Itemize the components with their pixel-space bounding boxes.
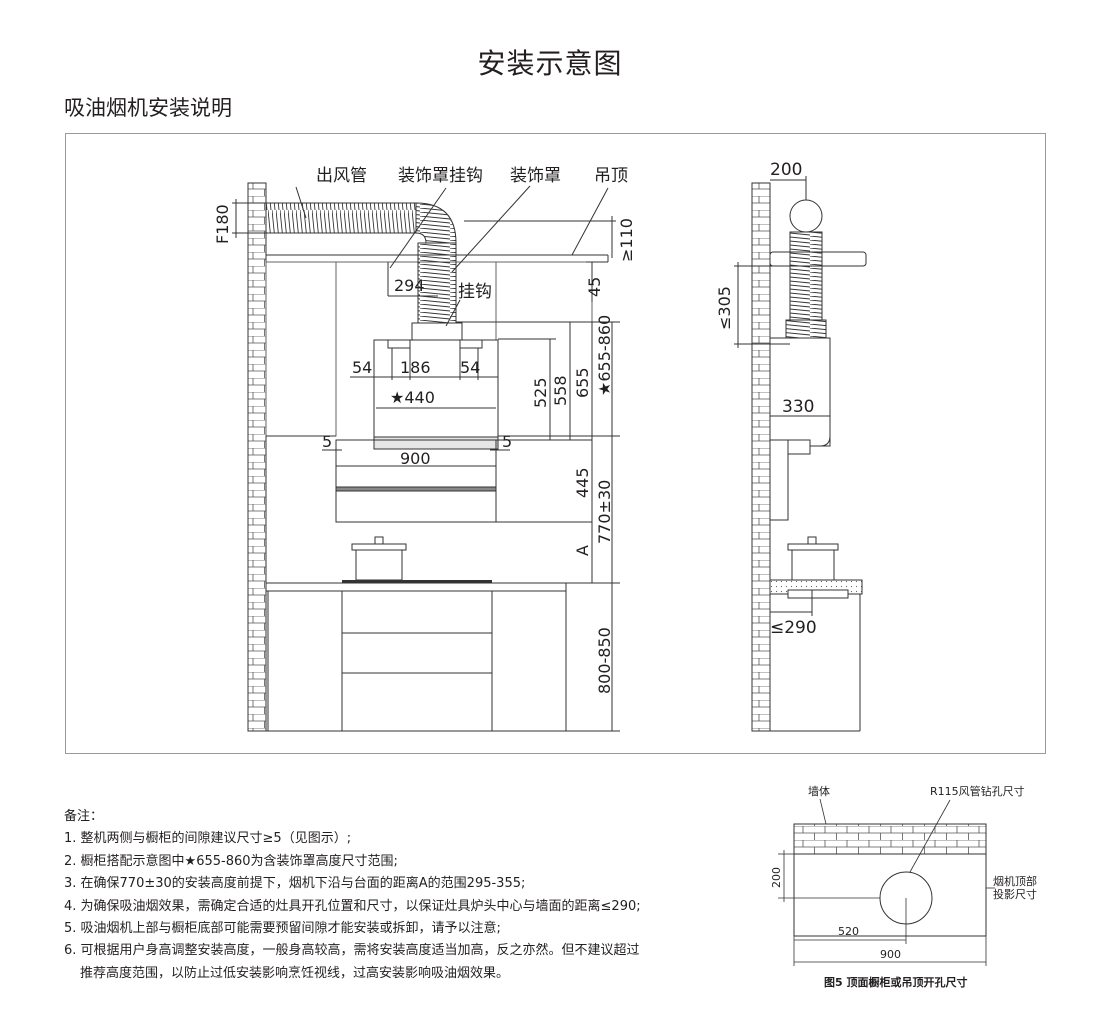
- hood-side: [769, 337, 831, 447]
- dim-525: 525: [531, 377, 550, 408]
- side-wall: [751, 182, 771, 732]
- dim-186: 186: [400, 358, 431, 377]
- range-hood: [373, 436, 499, 450]
- front-view: [232, 182, 620, 732]
- dim-54-right: 54: [460, 358, 480, 377]
- fig5-dim-200: 200: [770, 867, 783, 888]
- dim-770: 770±30: [595, 480, 614, 544]
- page-title: 安装示意图: [477, 47, 623, 80]
- label-cover-hook: 装饰罩挂钩: [398, 166, 483, 186]
- fig5-wall: [793, 823, 987, 855]
- note-item-2: 2. 橱柜搭配示意图中★655-860为含装饰罩高度尺寸范围;: [64, 853, 398, 869]
- dim-a: A: [573, 545, 592, 556]
- dim-294: 294: [394, 276, 425, 295]
- base-cabinet: [267, 590, 567, 732]
- upper-cabinet-right: [495, 261, 593, 437]
- note-item-4: 4. 为确保吸油烟效果，需确定合适的灶具开孔位置和尺寸，以保证灶具炉头中心与墙面…: [64, 898, 641, 914]
- side-view: 200 ≤305 330 ≤290: [715, 160, 867, 732]
- fig5-hole-label: R115风管钻孔尺寸: [930, 784, 1025, 798]
- fig5-wall-label: 墙体: [808, 784, 830, 798]
- pot-icon: [342, 536, 492, 583]
- fig5-dim-520: 520: [838, 925, 859, 938]
- fig5-projection-label-1: 烟机顶部: [993, 874, 1037, 888]
- section-title: 吸油烟机安装说明: [64, 96, 232, 120]
- dim-655: 655: [573, 367, 592, 398]
- dim-800-850: 800-850: [595, 627, 614, 694]
- label-duct: 出风管: [316, 166, 367, 186]
- dim-star-440: ★440: [390, 388, 435, 407]
- dim-side-200: 200: [770, 160, 802, 180]
- fig5-caption: 图5 顶面橱柜或吊顶开孔尺寸: [824, 975, 967, 989]
- note-item-5: 5. 吸油烟机上部与橱柜底部可能需要预留间隙才能安装或拆卸，请予以注意;: [64, 921, 501, 937]
- dim-445: 445: [573, 467, 592, 498]
- dim-5-left: 5: [322, 432, 332, 451]
- dim-side-le305: ≤305: [715, 286, 734, 330]
- dim-5-right: 5: [502, 432, 512, 451]
- label-ceiling: 吊顶: [594, 166, 628, 186]
- label-hook: 挂钩: [458, 282, 492, 302]
- fig5-diagram: 墙体 R115风管钻孔尺寸 烟机顶部 投影尺寸 200 520 900 图5 顶…: [770, 784, 1037, 989]
- dim-side-330: 330: [782, 397, 814, 417]
- note-item-1: 1. 整机两侧与橱柜的间隙建议尺寸≥5（见图示）;: [64, 831, 352, 847]
- fig5-dim-900: 900: [880, 948, 901, 961]
- duct-vertical: [417, 242, 457, 324]
- dim-star-655-860: ★655-860: [595, 315, 614, 396]
- note-item-3: 3. 在确保770±30的安装高度前提下，烟机下沿与台面的距离A的范围295-3…: [64, 876, 526, 892]
- side-pot-icon: [787, 536, 839, 581]
- dim-side-le290: ≤290: [770, 618, 817, 638]
- upper-cabinet-left: [265, 261, 337, 437]
- note-item-6-cont: 推荐高度范围，以防止过低安装影响烹饪视线，过高安装影响吸油烟效果。: [80, 965, 510, 981]
- countertop: [265, 582, 567, 592]
- notes-heading: 备注：: [64, 809, 104, 824]
- label-cover: 装饰罩: [510, 166, 561, 186]
- dim-45: 45: [585, 277, 604, 297]
- note-item-6: 6. 可根据用户身高调整安装高度，一般身高较高，需将安装高度适当加高，反之亦然。…: [64, 943, 640, 959]
- fig5-projection-label-2: 投影尺寸: [993, 887, 1037, 901]
- dim-900: 900: [400, 449, 431, 468]
- diagram-frame: [65, 133, 1046, 754]
- dim-ge110: ≥110: [617, 218, 636, 262]
- dim-f180: F180: [213, 204, 232, 244]
- notes: 备注： 1. 整机两侧与橱柜的间隙建议尺寸≥5（见图示）; 2. 橱柜搭配示意图…: [64, 806, 744, 985]
- exhaust-duct: [265, 202, 417, 234]
- dim-54-left: 54: [352, 358, 372, 377]
- duct-circle: [789, 199, 823, 233]
- front-wall: [247, 182, 267, 732]
- dim-558: 558: [551, 375, 570, 406]
